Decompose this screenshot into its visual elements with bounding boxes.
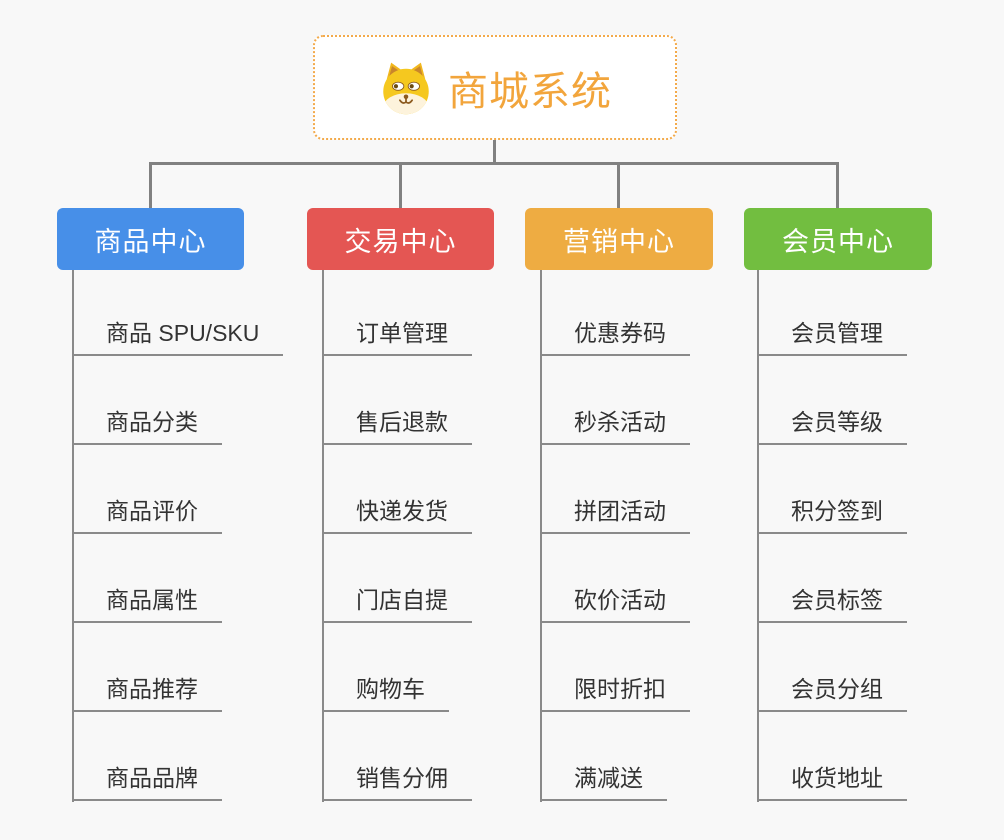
leaf-node[interactable]: 优惠券码 <box>540 318 690 356</box>
leaf-node[interactable]: 收货地址 <box>757 763 907 801</box>
leaf-node[interactable]: 商品分类 <box>72 407 222 445</box>
connector-drop-branch-2 <box>399 162 402 208</box>
connector-drop-branch-3 <box>617 162 620 208</box>
leaf-node[interactable]: 快递发货 <box>322 496 472 534</box>
branch-label: 会员中心 <box>782 226 894 257</box>
trunk-branch-3 <box>540 270 542 802</box>
leaf-node[interactable]: 拼团活动 <box>540 496 690 534</box>
shiba-dog-icon <box>383 62 429 114</box>
leaf-node[interactable]: 会员管理 <box>757 318 907 356</box>
leaf-node[interactable]: 售后退款 <box>322 407 472 445</box>
leaf-node[interactable]: 秒杀活动 <box>540 407 690 445</box>
leaf-node[interactable]: 满减送 <box>540 763 667 801</box>
leaf-node[interactable]: 积分签到 <box>757 496 907 534</box>
leaf-node[interactable]: 销售分佣 <box>322 763 472 801</box>
branch-label: 商品中心 <box>94 226 207 257</box>
leaf-node[interactable]: 限时折扣 <box>540 674 690 712</box>
branch-node-product-center[interactable]: 商品中心 <box>57 208 244 270</box>
leaf-node[interactable]: 购物车 <box>322 674 449 712</box>
leaf-node[interactable]: 门店自提 <box>322 585 472 623</box>
connector-root-stub <box>493 140 496 162</box>
leaf-node[interactable]: 商品推荐 <box>72 674 222 712</box>
connector-drop-branch-1 <box>149 162 152 208</box>
branch-label: 营销中心 <box>563 226 675 257</box>
branch-node-marketing-center[interactable]: 营销中心 <box>525 208 713 270</box>
leaf-node[interactable]: 订单管理 <box>322 318 472 356</box>
leaf-node[interactable]: 商品品牌 <box>72 763 222 801</box>
connector-drop-branch-4 <box>836 162 839 208</box>
trunk-branch-4 <box>757 270 759 802</box>
branch-node-trade-center[interactable]: 交易中心 <box>307 208 494 270</box>
leaf-node[interactable]: 会员分组 <box>757 674 907 712</box>
root-title: 商城系统 <box>448 69 612 114</box>
leaf-node[interactable]: 商品评价 <box>72 496 222 534</box>
leaf-node[interactable]: 商品属性 <box>72 585 222 623</box>
connector-bus <box>149 162 839 165</box>
leaf-node[interactable]: 会员等级 <box>757 407 907 445</box>
leaf-node[interactable]: 商品 SPU/SKU <box>72 318 284 356</box>
leaf-node[interactable]: 会员标签 <box>757 585 907 623</box>
root-node[interactable]: 商城系统 <box>313 35 677 140</box>
branch-label: 交易中心 <box>344 226 457 257</box>
leaf-node[interactable]: 砍价活动 <box>540 585 690 623</box>
trunk-branch-1 <box>72 270 74 802</box>
trunk-branch-2 <box>322 270 324 802</box>
branch-node-member-center[interactable]: 会员中心 <box>744 208 932 270</box>
